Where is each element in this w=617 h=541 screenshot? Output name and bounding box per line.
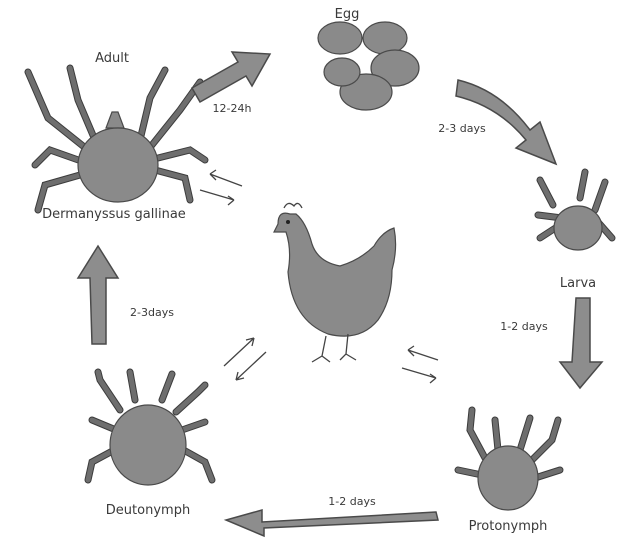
label-larva-to-protonymph: 1-2 days <box>500 320 548 333</box>
arrow-larva-to-protonymph <box>560 298 602 388</box>
label-larva: Larva <box>560 276 596 291</box>
double-arrow-protonymph-hen <box>402 346 438 383</box>
larva-mite <box>538 172 612 250</box>
label-species: Dermanyssus gallinae <box>42 207 186 222</box>
label-protonymph-to-deutonymph: 1-2 days <box>328 495 376 508</box>
label-deutonymph-to-adult: 2-3days <box>130 306 174 319</box>
arrow-deutonymph-to-adult <box>78 246 118 344</box>
double-arrow-adult-hen <box>200 170 242 205</box>
label-adult-to-egg: 12-24h <box>213 102 252 115</box>
label-egg-to-larva: 2-3 days <box>438 122 486 135</box>
egg-cluster <box>318 22 419 110</box>
label-egg: Egg <box>335 7 360 22</box>
label-adult: Adult <box>95 51 129 66</box>
label-protonymph: Protonymph <box>469 519 548 534</box>
protonymph-mite <box>458 410 560 510</box>
adult-mite <box>28 68 205 210</box>
arrow-adult-to-egg <box>192 52 270 102</box>
arrow-protonymph-to-deutonymph <box>226 510 438 536</box>
hen-illustration <box>274 203 396 362</box>
deutonymph-mite <box>88 372 212 485</box>
double-arrow-deutonymph-hen <box>224 338 266 380</box>
label-deutonymph: Deutonymph <box>106 503 190 518</box>
